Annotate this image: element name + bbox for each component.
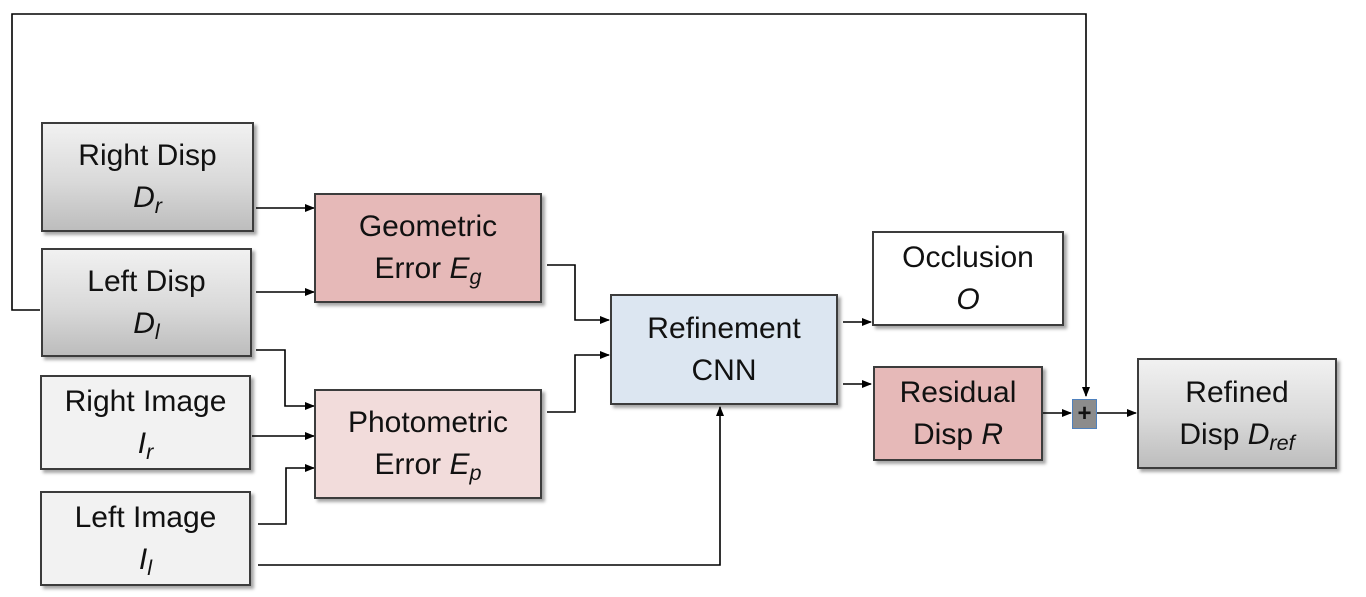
refined-disp-symbol-line: Disp Dref <box>1179 417 1295 455</box>
refined-disp-label: Refined <box>1185 375 1289 409</box>
left-image-symbol: Il <box>138 542 153 580</box>
photometric-error-label: Photometric <box>347 406 509 439</box>
geometric-error-box: Geometric Error Eg <box>314 193 542 303</box>
left-disp-symbol: Dl <box>133 306 160 344</box>
refinement-cnn-line2: CNN <box>691 353 757 387</box>
left-image-label: Left Image <box>74 500 217 534</box>
right-disp-label: Right Disp <box>78 139 217 172</box>
refinement-cnn-box: Refinement CNN <box>610 294 838 405</box>
occlusion-label: Occlusion <box>902 240 1034 274</box>
occlusion-box: Occlusion O <box>872 231 1064 326</box>
wire-left-image-to-photometric <box>258 464 315 525</box>
wire-left-disp-to-sum <box>11 13 1090 397</box>
photometric-error-box: Photometric Error Ep <box>314 389 542 499</box>
right-image-symbol: Ir <box>137 426 154 464</box>
residual-disp-box: Residual Disp R <box>873 366 1043 461</box>
sum-node: + <box>1072 399 1097 429</box>
right-disp-symbol: Dr <box>133 181 162 219</box>
left-disp-box: Left Disp Dl <box>41 248 252 357</box>
wire-geometric-to-cnn <box>547 264 610 324</box>
right-image-box: Right Image Ir <box>40 375 251 470</box>
wire-left-image-to-cnn <box>258 406 724 566</box>
photometric-error-symbol-line: Error Ep <box>374 448 482 486</box>
right-disp-box: Right Disp Dr <box>41 122 254 232</box>
wire-left-disp-to-photometric <box>256 349 315 410</box>
left-image-box: Left Image Il <box>40 491 251 586</box>
left-disp-label: Left Disp <box>87 264 206 298</box>
geometric-error-label: Geometric <box>358 210 498 243</box>
right-image-label: Right Image <box>64 384 227 418</box>
wire-photometric-to-cnn <box>547 351 610 413</box>
refined-disp-box: Refined Disp Dref <box>1137 358 1337 469</box>
residual-disp-symbol-line: Disp R <box>912 417 1004 451</box>
residual-disp-label: Residual <box>899 375 1017 409</box>
occlusion-symbol: O <box>956 282 980 316</box>
geometric-error-symbol-line: Error Eg <box>374 252 482 290</box>
refinement-cnn-label: Refinement <box>647 311 801 345</box>
